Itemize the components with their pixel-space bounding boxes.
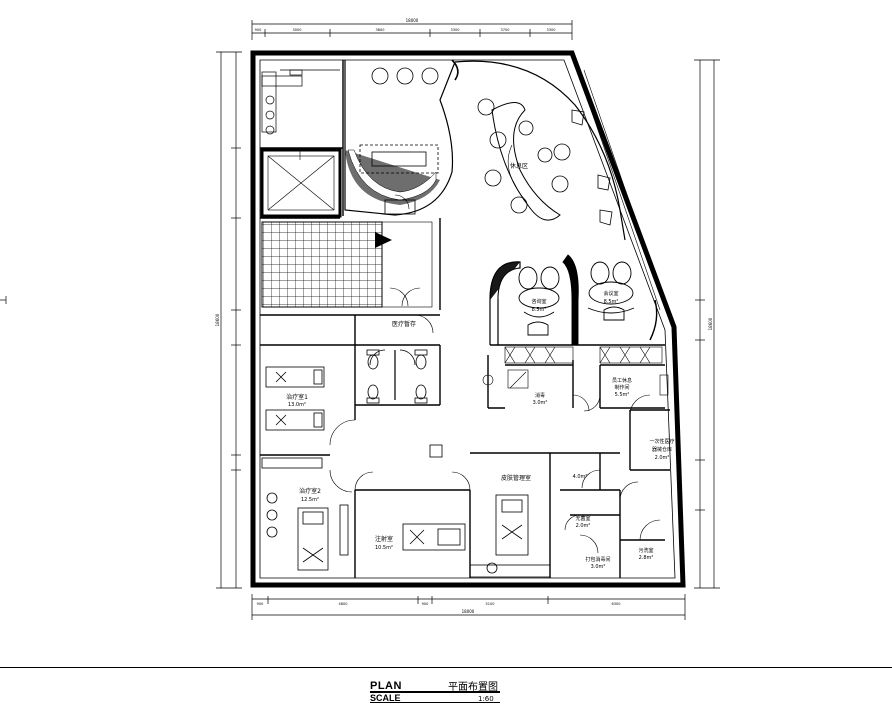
counter-units <box>482 346 669 396</box>
floor-plan: 18000 900 3000 3800 3300 3700 3300 900 4… <box>0 18 720 620</box>
top-dim-2: 3000 <box>293 28 302 32</box>
top-dim-3: 3800 <box>376 28 385 32</box>
consult-rooms <box>489 254 658 346</box>
bottom-dim-3: 900 <box>422 602 429 606</box>
left-total-dim: 18600 <box>215 313 220 326</box>
disinfect-label: 消毒 <box>535 392 545 399</box>
dimension-lines <box>216 20 720 620</box>
disposable-label: 一次性医疗 <box>649 438 674 445</box>
top-dim-5: 3700 <box>501 28 510 32</box>
injection-area: 10.5m² <box>375 545 393 551</box>
small-room-area: 4.0m² <box>573 474 588 480</box>
treatment2-label: 治疗室2 <box>299 487 321 495</box>
bottom-total-dim: 18000 <box>462 609 475 614</box>
dimension-labels: 18000 900 3000 3800 3300 3700 3300 900 4… <box>215 18 713 614</box>
scale-value: 1:60 <box>478 695 494 703</box>
bottom-dim-5: 6300 <box>612 602 621 606</box>
disinfect-area: 3.0m² <box>533 400 548 406</box>
top-dim-1: 900 <box>255 28 262 32</box>
bottom-dim-2: 4800 <box>339 602 348 606</box>
plan-title: PLAN <box>370 680 402 692</box>
disposable-area: 2.0m² <box>655 455 670 461</box>
dirty-label: 污洗室 <box>638 547 653 554</box>
top-dim-6: 3300 <box>547 28 556 32</box>
rest-area-label: 休息区 <box>510 162 528 170</box>
title-underline <box>370 691 500 693</box>
treatment1-area: 13.0m² <box>288 402 306 408</box>
right-total-dim: 18600 <box>708 317 713 330</box>
bottom-dim-1: 900 <box>257 602 264 606</box>
pack-label: 打包消毒间 <box>585 556 610 563</box>
staff-rest-area: 5.5m² <box>615 392 630 398</box>
title-block <box>0 667 892 714</box>
reception-desk <box>344 59 459 216</box>
window-frames <box>577 69 667 311</box>
staff-rest-label-2: 制作间 <box>614 384 629 391</box>
toilets <box>366 349 428 404</box>
plan-name: 平面布置图 <box>448 682 498 693</box>
medical-storage-label: 医疗暂存 <box>392 320 416 328</box>
disposable-label-2: 器械仓库 <box>652 446 672 453</box>
dirty-area: 2.8m² <box>639 555 654 561</box>
interior-walls <box>260 60 670 578</box>
consult1-label: 咨询室 <box>531 298 546 305</box>
sterile-area: 2.0m² <box>576 523 591 529</box>
staff-rest-label: 员工休息 <box>612 377 632 384</box>
top-total-dim: 18000 <box>406 18 419 23</box>
treatment2-area: 12.5m² <box>301 497 319 503</box>
exterior-walls <box>250 50 686 588</box>
treatment-beds <box>261 366 551 578</box>
room-labels: 休息区 咨询室 8.5m² 会议室 8.5m² 医疗暂存 员工休息 制作间 5.… <box>286 162 674 570</box>
door-swings <box>329 194 661 554</box>
consult1-area: 8.5m² <box>532 307 547 313</box>
treatment1-label: 治疗室1 <box>286 393 308 401</box>
consult2-area: 8.5m² <box>604 299 619 305</box>
scale-underline <box>370 702 500 703</box>
rest-area-furniture <box>454 60 626 241</box>
pack-area: 3.0m² <box>591 564 606 570</box>
skin-mgmt-label: 皮肤管理室 <box>501 474 531 482</box>
consult2-label: 会议室 <box>603 290 618 297</box>
office-furniture <box>261 69 340 135</box>
elevator-shaft <box>260 148 342 218</box>
bottom-dim-4: 5100 <box>486 602 495 606</box>
injection-label: 注射室 <box>375 535 393 543</box>
scale-word: SCALE <box>370 693 401 703</box>
staircase <box>261 221 433 308</box>
axis-marker <box>0 296 7 304</box>
sterile-label: 无菌室 <box>575 515 590 522</box>
top-dim-4: 3300 <box>451 28 460 32</box>
